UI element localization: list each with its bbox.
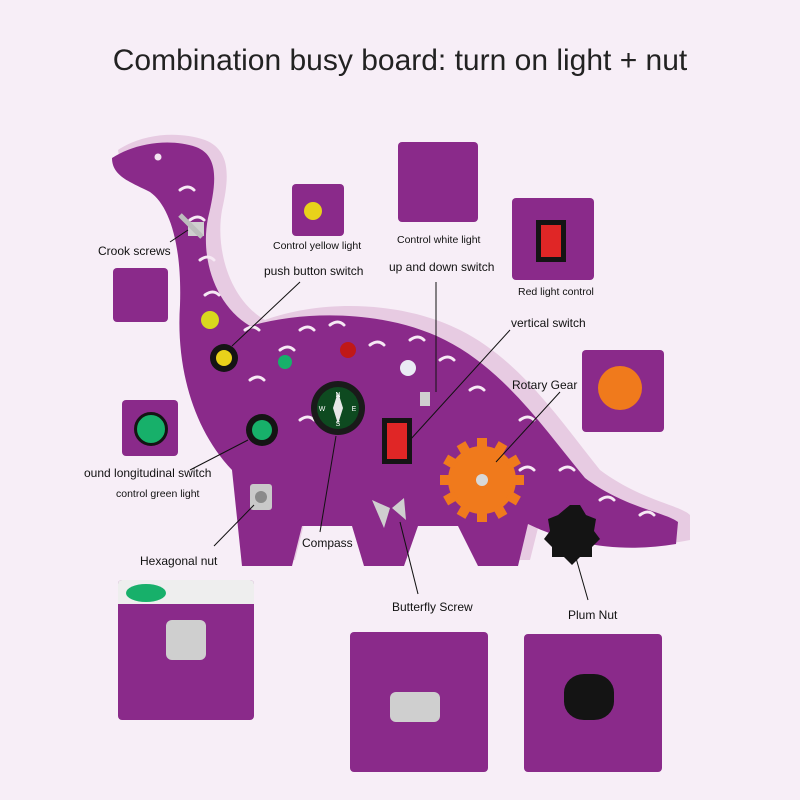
- label-up-down-switch: up and down switch: [389, 260, 495, 274]
- inset-photo-red-switch: [512, 198, 594, 280]
- label-butterfly-screw: Butterfly Screw: [392, 600, 473, 614]
- inset-photo-butterfly-screw: [350, 632, 488, 772]
- inset-photo-green-switch: [122, 400, 178, 456]
- label-rotary-gear: Rotary Gear: [512, 378, 578, 392]
- label-control-white-light: Control white light: [397, 234, 481, 246]
- orange-gear-icon: [440, 438, 524, 522]
- inset-photo-gear: [582, 350, 664, 432]
- push-button-cap-icon: [216, 350, 232, 366]
- inset-photo-white-light: [398, 142, 478, 222]
- label-red-light-control: Red light control: [518, 286, 594, 298]
- green-led-icon: [278, 355, 292, 369]
- label-control-green-light: control green light: [116, 488, 200, 500]
- compass-letter-w: W: [319, 406, 326, 413]
- leader-lines: [169, 229, 589, 601]
- crook-screw-icon: [178, 213, 204, 239]
- butterfly-screw-icon: [372, 498, 406, 528]
- inset-photo-hexagonal-nut: [118, 580, 254, 720]
- label-vertical-switch: vertical switch: [511, 316, 586, 330]
- toggle-switch-icon: [420, 392, 430, 406]
- label-control-yellow-light: Control yellow light: [273, 240, 362, 252]
- page-title: Combination busy board: turn on light + …: [112, 44, 688, 77]
- inset-photo-crook-screw: [113, 268, 168, 322]
- compass-letter-e: E: [352, 406, 357, 413]
- compass-letter-s: S: [336, 421, 341, 428]
- red-led-icon: [340, 342, 356, 358]
- label-push-button-switch: push button switch: [264, 264, 364, 278]
- label-crook-screws: Crook screws: [98, 244, 171, 258]
- label-compass: Compass: [302, 536, 353, 550]
- yellow-light-icon: [201, 311, 219, 329]
- label-round-longitudinal-switch: ound longitudinal switch: [84, 466, 212, 480]
- inset-photo-plum-nut: [524, 634, 662, 772]
- inset-photo-yellow-light: [292, 184, 344, 236]
- label-hexagonal-nut: Hexagonal nut: [140, 554, 218, 568]
- white-led-icon: [400, 360, 416, 376]
- label-plum-nut: Plum Nut: [568, 608, 618, 622]
- compass-icon: N E S W: [311, 381, 365, 435]
- dinosaur-board: [112, 142, 678, 566]
- compass-letter-n: N: [335, 392, 340, 399]
- plum-nut-icon: [544, 505, 600, 565]
- hexagonal-nut-icon: [250, 484, 272, 510]
- dinosaur-eye: [154, 153, 162, 161]
